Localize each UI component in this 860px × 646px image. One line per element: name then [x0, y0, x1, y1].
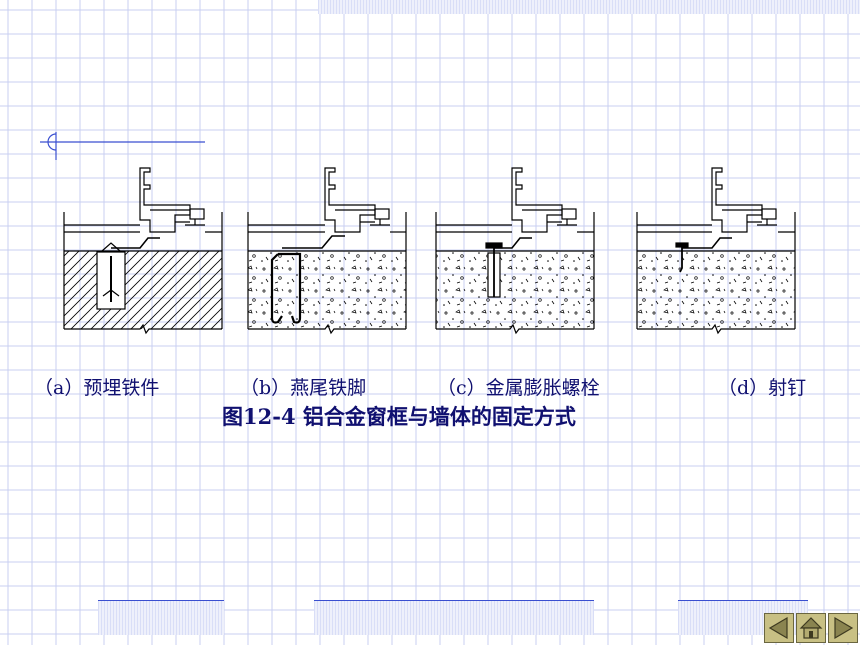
home-button[interactable]	[796, 613, 826, 643]
figure-title: 图12-4 铝合金窗框与墙体的固定方式	[222, 404, 576, 429]
caption-a: （a）预埋铁件	[34, 377, 160, 399]
left-triangle-icon	[768, 616, 788, 640]
next-slide-button[interactable]	[828, 613, 858, 643]
prev-slide-button[interactable]	[764, 613, 794, 643]
right-triangle-icon	[834, 616, 854, 640]
crosshair-mark	[40, 132, 205, 160]
caption-c: （c）金属膨胀螺栓	[437, 377, 600, 399]
top-decor-band	[318, 0, 860, 14]
panel-b-dovetail-foot	[247, 167, 407, 335]
footer-bar-left	[98, 600, 224, 635]
panel-a-embedded-iron	[63, 167, 223, 335]
footer-bar-middle	[314, 600, 594, 635]
panel-d-shooting-nail	[636, 167, 796, 335]
caption-d: （d）射钉	[718, 377, 807, 399]
home-icon	[799, 617, 823, 639]
caption-b: （b）燕尾铁脚	[240, 377, 367, 399]
panel-c-expansion-bolt	[435, 167, 595, 335]
